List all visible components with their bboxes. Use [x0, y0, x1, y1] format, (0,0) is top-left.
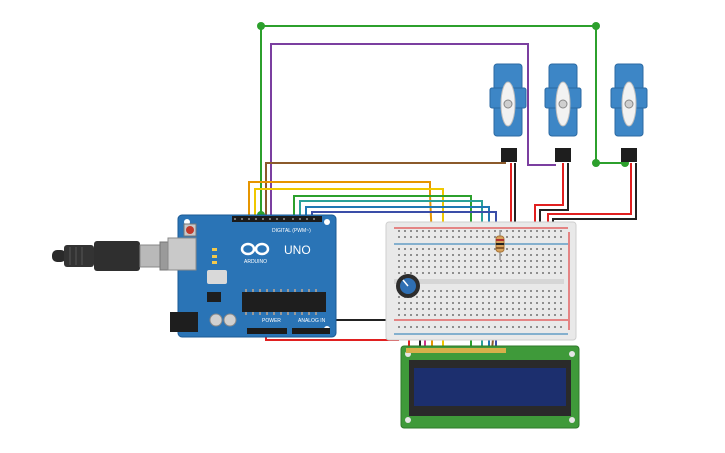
center-groove [394, 279, 564, 284]
regulator [207, 292, 221, 302]
servo-connector [555, 148, 571, 162]
wire-brown[interactable] [265, 162, 506, 215]
digital-header-label: DIGITAL (PWM~) [272, 228, 311, 234]
wire-orange[interactable] [248, 181, 433, 241]
servo-1[interactable] [489, 63, 527, 162]
capacitor [209, 313, 223, 327]
board-brand-label: ARDUINO [244, 259, 267, 265]
wire-servo2-red[interactable] [534, 163, 564, 222]
analog-header[interactable] [292, 328, 330, 334]
power-header[interactable] [247, 328, 287, 334]
led-tx [212, 255, 217, 258]
servo-2[interactable] [544, 63, 582, 162]
led-l [212, 248, 217, 251]
servo-connector [501, 148, 517, 162]
wire-servo3-black[interactable] [552, 163, 637, 222]
breadboard-holes-bottom [396, 286, 562, 316]
analog-header-label: ANALOG IN [298, 318, 326, 324]
led-rx [212, 261, 217, 264]
wire-purple[interactable] [270, 43, 556, 215]
mounting-hole [569, 351, 575, 357]
digital-pins [234, 218, 315, 220]
wire-servo2-black[interactable] [539, 163, 569, 222]
servo-3[interactable] [610, 63, 648, 162]
power-jack [170, 312, 198, 332]
wire-junction [592, 22, 600, 30]
wire-yellow[interactable] [254, 188, 444, 240]
resistor-icon[interactable] [495, 230, 505, 260]
lcd-display[interactable] [400, 345, 580, 429]
capacitor [223, 313, 237, 327]
breadboard-rail-holes-bottom [396, 322, 562, 332]
arduino-logo-icon [240, 242, 270, 256]
usb-cable-icon [52, 241, 185, 271]
servo-connector [621, 148, 637, 162]
reset-button-cap[interactable] [186, 226, 194, 234]
potentiometer-icon[interactable] [396, 274, 420, 298]
breadboard-holes-top [396, 248, 562, 278]
board-model-label: UNO [284, 243, 311, 257]
wire-servo3-red[interactable] [547, 163, 632, 222]
lcd-screen [414, 368, 566, 406]
breadboard-rail-holes-top [396, 230, 562, 242]
mounting-hole [405, 417, 411, 423]
mounting-hole [324, 219, 330, 225]
chip-pins [245, 289, 317, 315]
wires [248, 22, 637, 351]
wire-junction [257, 22, 265, 30]
wire-junction [592, 159, 600, 167]
atmega-chip [242, 292, 326, 312]
usb-jack [167, 237, 197, 271]
breadboard[interactable] [385, 221, 577, 341]
lcd-pin-header [406, 348, 506, 353]
mounting-hole [569, 417, 575, 423]
arduino-board[interactable]: DIGITAL (PWM~) UNO ARDUINO [167, 214, 337, 338]
usb-chip [207, 270, 227, 284]
power-header-label: POWER [262, 318, 281, 324]
